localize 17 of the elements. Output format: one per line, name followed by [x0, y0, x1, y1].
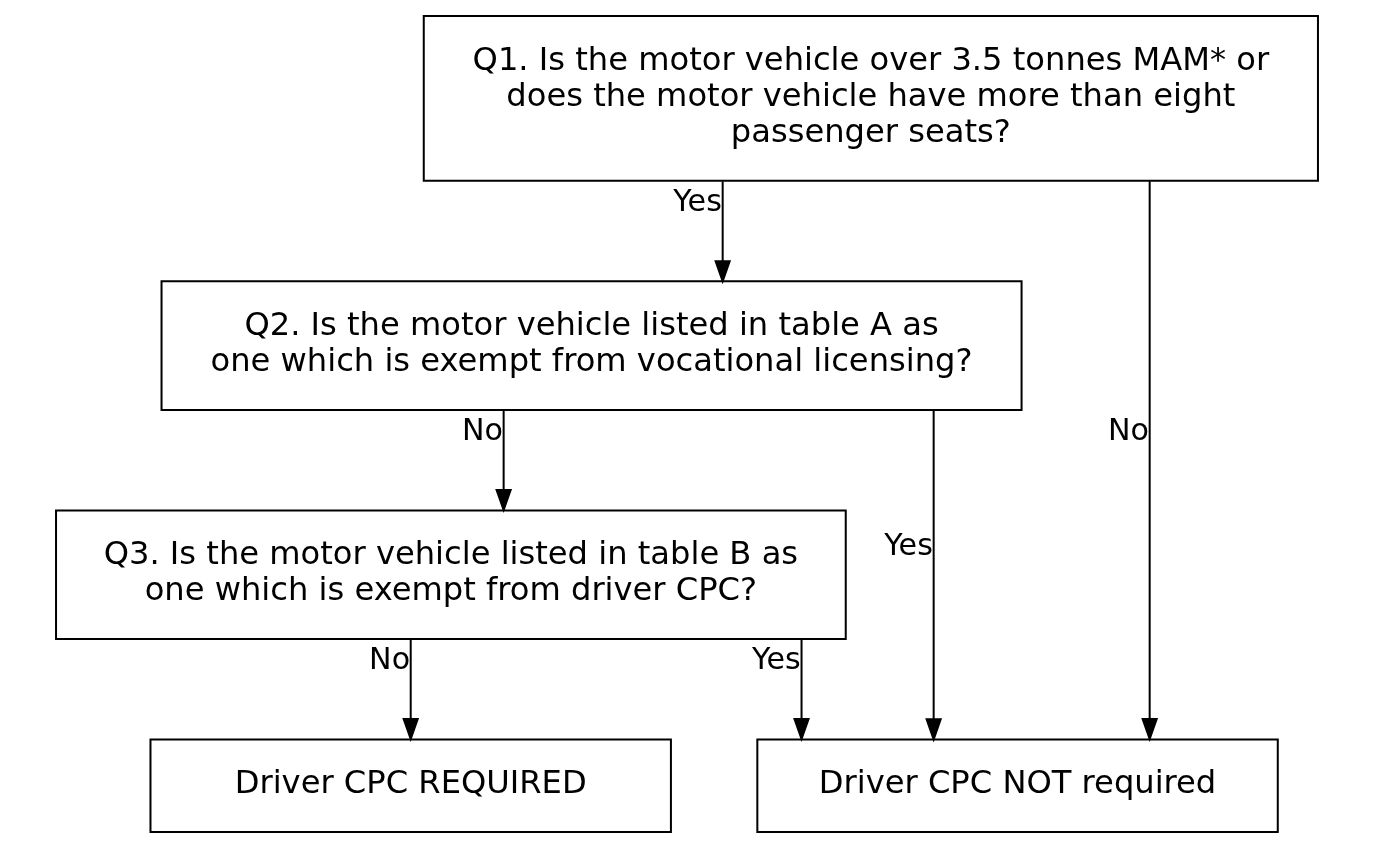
- node-box: Driver CPC NOT required: [755, 738, 1279, 833]
- arrow: [924, 410, 942, 743]
- edge-label: No: [461, 411, 503, 447]
- edge-label: Yes: [883, 526, 933, 562]
- edge-label: No: [368, 641, 410, 677]
- node-box: Q3. Is the motor vehicle listed in table B as one which is exempt from driver CPC?: [54, 509, 847, 640]
- edge-label: No: [1107, 412, 1149, 448]
- node-box: Q1. Is the motor vehicle over 3.5 tonnes MAM* or does the motor vehicle have more than eight passenger seats?: [422, 15, 1319, 182]
- arrow: [1140, 181, 1158, 743]
- arrow: [494, 410, 512, 514]
- edge-label: Yes: [751, 641, 801, 677]
- edge-label: Yes: [672, 183, 722, 219]
- node-box: Q2. Is the motor vehicle listed in table A as one which is exempt from vocational licensing?: [160, 280, 1023, 411]
- arrow: [401, 639, 419, 743]
- node-box: Driver CPC REQUIRED: [148, 738, 672, 833]
- arrow: [792, 639, 810, 743]
- arrow: [713, 181, 731, 285]
